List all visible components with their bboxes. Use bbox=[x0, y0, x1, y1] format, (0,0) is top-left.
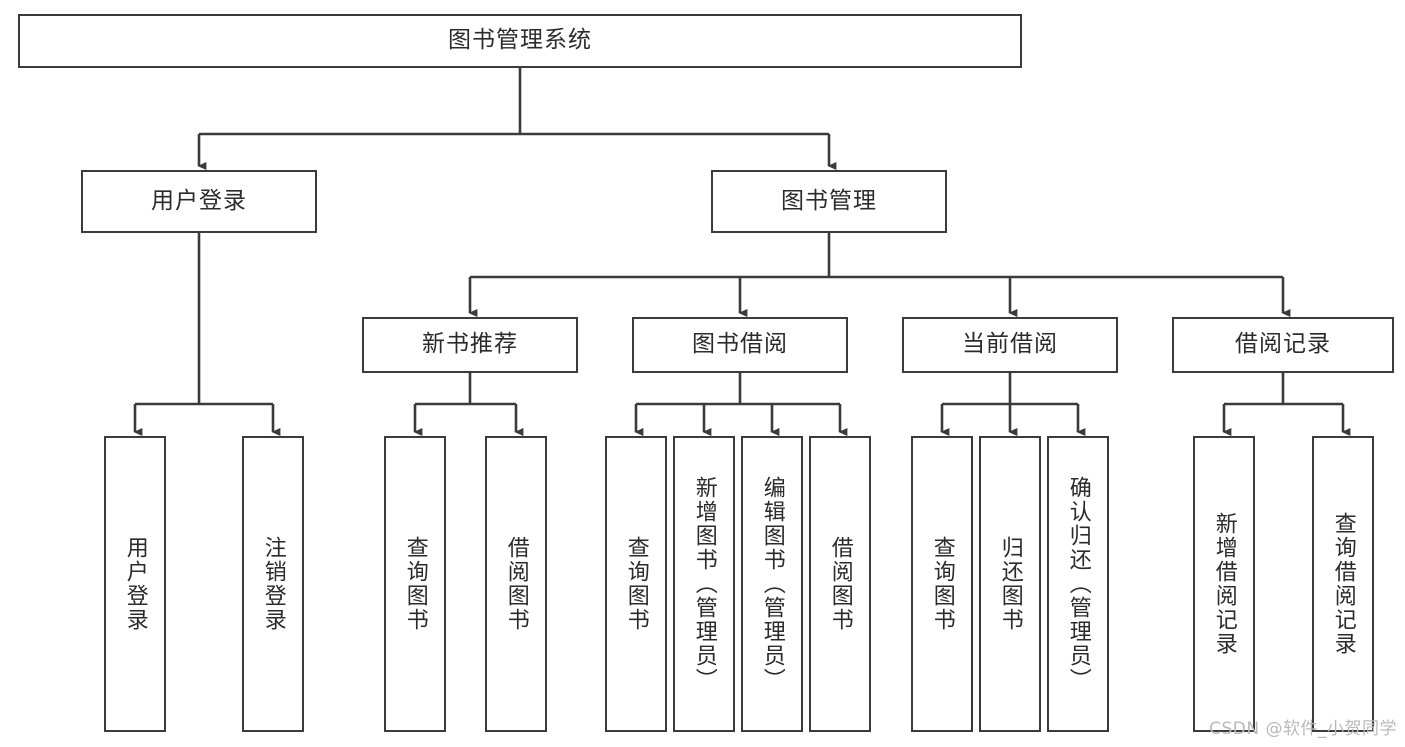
leaf-label: 借阅图书 bbox=[827, 536, 853, 632]
node-root-label: 图书管理系统 bbox=[448, 27, 592, 54]
leaf-label: 注销登录 bbox=[260, 536, 286, 632]
node-user-login[interactable]: 用户登录 bbox=[81, 170, 317, 233]
csdn-watermark: CSDN @软件_小贺同学 bbox=[1209, 719, 1397, 739]
leaf-borrow-add-book-admin[interactable]: 新增图书（管理员） bbox=[673, 436, 735, 732]
leaf-user-login-login[interactable]: 用户登录 bbox=[104, 436, 166, 732]
leaf-new-book-borrow[interactable]: 借阅图书 bbox=[485, 436, 547, 732]
node-book-management[interactable]: 图书管理 bbox=[711, 170, 947, 233]
node-borrow-record[interactable]: 借阅记录 bbox=[1172, 317, 1394, 373]
node-user-login-label: 用户登录 bbox=[151, 187, 247, 214]
node-root[interactable]: 图书管理系统 bbox=[18, 14, 1022, 68]
leaf-borrow-query-book[interactable]: 查询图书 bbox=[605, 436, 667, 732]
node-borrow-record-label: 借阅记录 bbox=[1235, 331, 1331, 358]
leaf-label: 查询图书 bbox=[929, 536, 955, 632]
node-new-book-recommend-label: 新书推荐 bbox=[422, 331, 518, 358]
node-book-management-label: 图书管理 bbox=[781, 187, 877, 214]
leaf-label: 用户登录 bbox=[122, 536, 148, 632]
leaf-new-book-query[interactable]: 查询图书 bbox=[384, 436, 446, 732]
leaf-label: 归还图书 bbox=[997, 536, 1023, 632]
node-book-borrow[interactable]: 图书借阅 bbox=[632, 317, 848, 373]
leaf-label: 确认归还（管理员） bbox=[1065, 476, 1091, 692]
leaf-record-query[interactable]: 查询借阅记录 bbox=[1312, 436, 1374, 732]
leaf-user-login-logout[interactable]: 注销登录 bbox=[242, 436, 304, 732]
leaf-record-add[interactable]: 新增借阅记录 bbox=[1193, 436, 1255, 732]
leaf-label: 查询图书 bbox=[402, 536, 428, 632]
leaf-label: 编辑图书（管理员） bbox=[759, 476, 785, 692]
leaf-label: 借阅图书 bbox=[503, 536, 529, 632]
node-current-borrow[interactable]: 当前借阅 bbox=[902, 317, 1118, 373]
leaf-current-query-book[interactable]: 查询图书 bbox=[911, 436, 973, 732]
leaf-label: 查询借阅记录 bbox=[1330, 512, 1356, 656]
node-new-book-recommend[interactable]: 新书推荐 bbox=[362, 317, 578, 373]
leaf-label: 新增借阅记录 bbox=[1211, 512, 1237, 656]
leaf-borrow-borrow-book[interactable]: 借阅图书 bbox=[809, 436, 871, 732]
leaf-current-confirm-return-admin[interactable]: 确认归还（管理员） bbox=[1047, 436, 1109, 732]
node-book-borrow-label: 图书借阅 bbox=[692, 331, 788, 358]
leaf-current-return-book[interactable]: 归还图书 bbox=[979, 436, 1041, 732]
leaf-label: 新增图书（管理员） bbox=[691, 476, 717, 692]
leaf-borrow-edit-book-admin[interactable]: 编辑图书（管理员） bbox=[741, 436, 803, 732]
leaf-label: 查询图书 bbox=[623, 536, 649, 632]
node-current-borrow-label: 当前借阅 bbox=[962, 331, 1058, 358]
